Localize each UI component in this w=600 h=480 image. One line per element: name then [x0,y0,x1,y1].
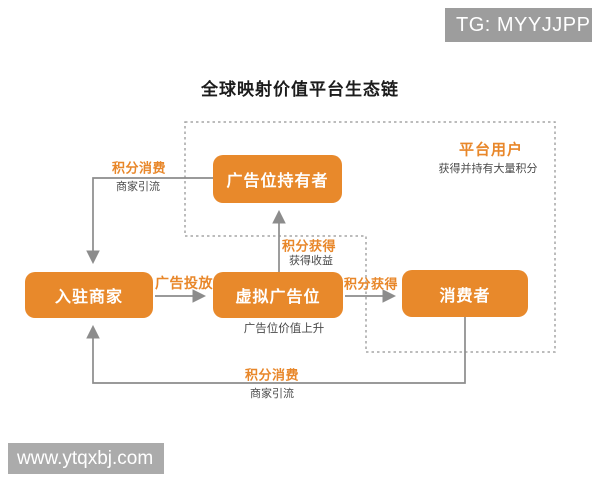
platform-user-region-label: 平台用户 [458,141,524,159]
edge-consumer-to-merchant [86,317,466,384]
edge-holder-to-merchant [86,177,213,265]
node-ad-slot-holder: 广告位持有者 [213,155,342,203]
diagram-title: 全球映射价值平台生态链 [201,80,399,99]
edge-sublabel-gain-revenue: 获得收益 [289,255,333,267]
edge-label-points-gain-right: 积分获得 [343,276,399,292]
note-ad-slot-value-rise: 广告位价值上升 [243,323,325,335]
edge-label-points-spend-bottom: 积分消费 [244,367,300,383]
node-virtual-ad-slot: 虚拟广告位 [213,272,343,318]
platform-user-region-border [184,121,556,353]
edge-sublabel-merchant-traffic-bottom: 商家引流 [250,388,294,400]
node-merchant: 入驻商家 [25,272,153,318]
edge-sublabel-merchant-traffic-top: 商家引流 [116,181,160,193]
tg-contact-badge: TG: MYYJJPP [445,8,592,42]
edge-label-ad-placement: 广告投放 [155,275,213,291]
edge-label-points-spend-top: 积分消费 [111,160,167,176]
node-consumer: 消费者 [402,270,528,317]
watermark: www.ytqxbj.com [8,443,164,474]
edge-label-points-gain-up: 积分获得 [281,238,337,254]
platform-user-region-description: 获得并持有大量积分 [438,163,538,175]
